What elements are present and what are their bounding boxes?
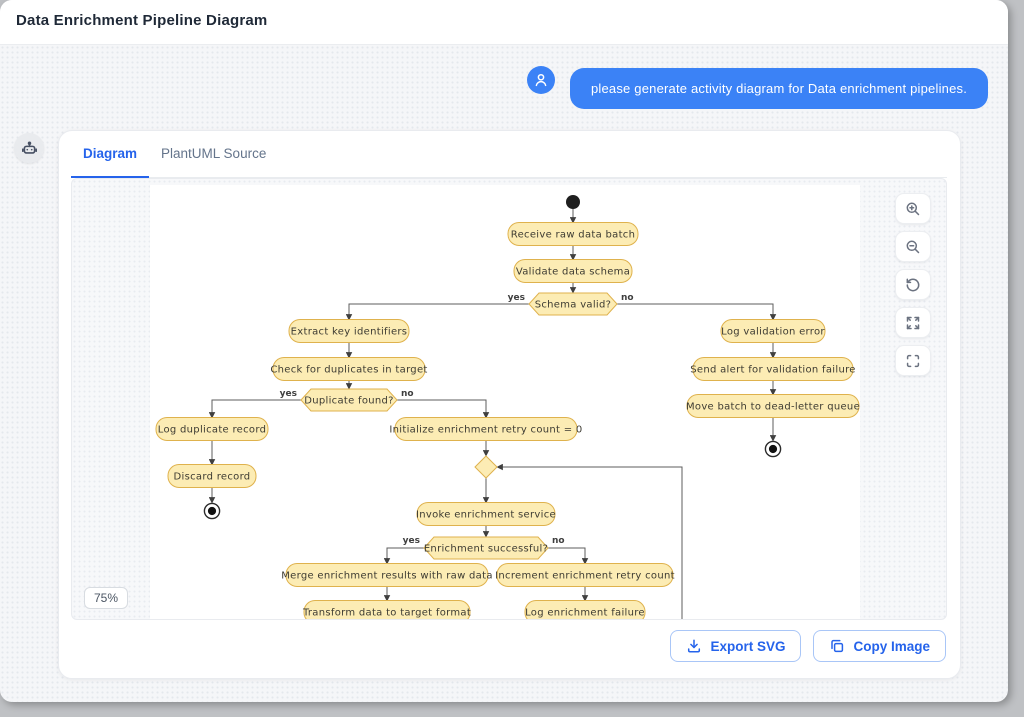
diagram-edge <box>383 547 424 565</box>
tab-bar: Diagram PlantUML Source <box>71 131 947 178</box>
user-avatar <box>527 66 555 94</box>
diagram-node-action: Send alert for validation failure <box>690 357 855 381</box>
app-window: Data Enrichment Pipeline Diagram please … <box>0 0 1008 702</box>
zoom-level-badge: 75% <box>84 587 129 609</box>
expand-button[interactable] <box>895 307 931 338</box>
diagram-edge <box>208 399 301 419</box>
diagram-node-decision: Enrichment successful? <box>423 536 549 560</box>
svg-text:Log enrichment failure: Log enrichment failure <box>525 608 645 619</box>
copy-icon <box>831 639 844 653</box>
assistant-avatar <box>14 133 44 163</box>
fullscreen-icon <box>906 354 920 367</box>
user-message-bubble: please generate activity diagram for Dat… <box>570 68 988 109</box>
diagram-node-action: Invoke enrichment service <box>416 502 556 526</box>
svg-text:Extract key identifiers: Extract key identifiers <box>291 327 408 338</box>
fullscreen-button[interactable] <box>895 345 931 376</box>
export-svg-button[interactable]: Export SVG <box>670 630 802 662</box>
zoom-in-icon <box>906 202 920 215</box>
edge-label: no <box>552 536 565 546</box>
edge-label: no <box>401 389 414 399</box>
svg-text:Check for duplicates in target: Check for duplicates in target <box>270 365 427 376</box>
diagram-node-end <box>764 440 782 458</box>
diagram-edge <box>345 303 529 321</box>
svg-text:Send alert for validation fail: Send alert for validation failure <box>690 365 855 376</box>
download-icon <box>688 639 701 653</box>
svg-text:Log validation error: Log validation error <box>721 327 825 338</box>
diagram-node-decision: Schema valid? <box>528 292 618 316</box>
tab-diagram[interactable]: Diagram <box>71 131 150 178</box>
diagram-node-action: Extract key identifiers <box>288 319 410 343</box>
edge-label: yes <box>508 293 525 303</box>
svg-text:Increment enrichment retry cou: Increment enrichment retry count <box>495 571 675 582</box>
svg-text:Merge enrichment results with: Merge enrichment results with raw data <box>281 571 493 582</box>
diagram-edge <box>548 547 589 565</box>
diagram-edge <box>496 463 683 619</box>
diagram-node-action: Log validation error <box>720 319 826 343</box>
card-footer: Export SVG Copy Image <box>59 616 960 678</box>
diagram-node-action: Validate data schema <box>513 259 633 283</box>
edge-label: no <box>621 293 634 303</box>
svg-text:Move batch to dead-letter queu: Move batch to dead-letter queue <box>686 402 860 413</box>
diagram-node-action: Discard record <box>167 464 257 488</box>
app-header: Data Enrichment Pipeline Diagram <box>0 0 1008 45</box>
diagram-node-action: Increment enrichment retry count <box>495 563 675 587</box>
diagram-node-start <box>566 195 580 209</box>
page-title: Data Enrichment Pipeline Diagram <box>16 12 268 29</box>
svg-text:Receive raw data batch: Receive raw data batch <box>511 230 635 241</box>
person-icon <box>535 73 547 87</box>
tab-plantuml-source[interactable]: PlantUML Source <box>161 146 267 161</box>
diagram-node-action: Check for duplicates in target <box>270 357 427 381</box>
zoom-controls <box>895 193 931 376</box>
diagram-node-action: Initialize enrichment retry count = 0 <box>389 417 582 441</box>
zoom-out-button[interactable] <box>895 231 931 262</box>
zoom-out-icon <box>906 240 920 253</box>
svg-text:Schema valid?: Schema valid? <box>535 300 612 311</box>
svg-text:Transform data to target forma: Transform data to target format <box>302 608 471 619</box>
copy-image-label: Copy Image <box>853 638 930 654</box>
svg-text:Validate data schema: Validate data schema <box>516 267 630 278</box>
svg-text:Discard record: Discard record <box>174 472 251 483</box>
svg-text:Log duplicate record: Log duplicate record <box>158 425 266 436</box>
diagram-node-decision: Duplicate found? <box>300 388 398 412</box>
diagram-node-action: Merge enrichment results with raw data <box>281 563 493 587</box>
edge-label: yes <box>280 389 297 399</box>
activity-diagram: yes no yes no yes no Receive raw data batchVal… <box>150 185 860 619</box>
export-svg-label: Export SVG <box>710 638 786 654</box>
diagram-node-action: Transform data to target format <box>302 600 471 619</box>
diagram-card: Diagram PlantUML Source yes no yes no yes no R… <box>58 130 961 679</box>
diagram-node-diamond <box>474 455 498 479</box>
svg-text:Enrichment successful?: Enrichment successful? <box>424 544 548 555</box>
diagram-node-end <box>203 502 221 520</box>
expand-icon <box>906 316 920 329</box>
copy-image-button[interactable]: Copy Image <box>813 630 946 662</box>
diagram-node-action: Log enrichment failure <box>524 600 646 619</box>
diagram-edge <box>397 399 490 419</box>
svg-text:Invoke enrichment service: Invoke enrichment service <box>416 510 556 521</box>
zoom-in-button[interactable] <box>895 193 931 224</box>
svg-text:Initialize enrichment retry co: Initialize enrichment retry count = 0 <box>389 425 582 436</box>
diagram-node-action: Log duplicate record <box>155 417 269 441</box>
reset-view-icon <box>906 277 920 291</box>
svg-text:Duplicate found?: Duplicate found? <box>304 396 394 407</box>
edge-label: yes <box>403 536 420 546</box>
reset-view-button[interactable] <box>895 269 931 300</box>
diagram-node-action: Move batch to dead-letter queue <box>686 394 860 418</box>
diagram-edge <box>617 303 777 321</box>
diagram-node-action: Receive raw data batch <box>507 222 639 246</box>
robot-icon <box>21 141 37 154</box>
